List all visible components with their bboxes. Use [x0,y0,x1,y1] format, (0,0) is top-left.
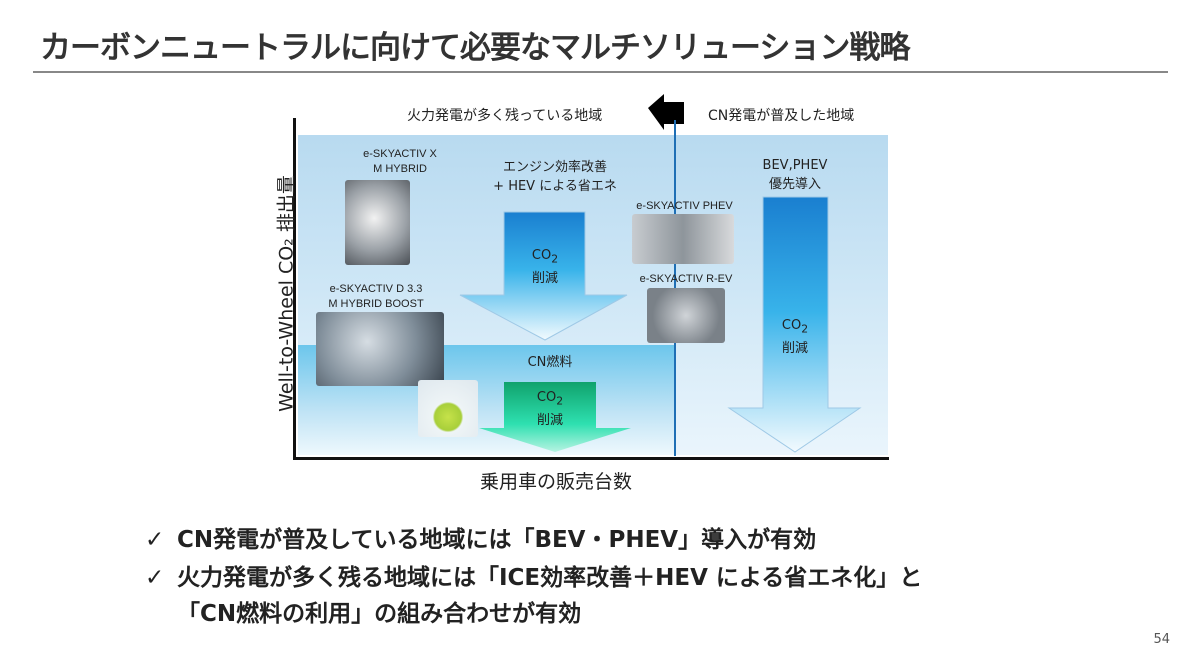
bev-line1: BEV,PHEV [762,158,828,173]
efficiency-line1: エンジン効率改善 [502,160,607,175]
efficiency-line2: + HEV による省エネ [493,179,617,194]
x-axis [293,457,889,460]
reduction-text: 削減 [531,270,558,286]
bullet-text: 火力発電が多く残る地域には「ICE効率改善＋HEV による省エネ化」と [177,565,923,591]
cn-fuel-co2-arrow [479,382,631,452]
y-axis [293,118,296,460]
engine-x-line2: M HYBRID [373,163,427,175]
efficiency-co2-arrow [459,211,628,341]
check-icon: ✓ [145,527,165,553]
bullet-2: ✓ 火力発電が多く残る地域には「ICE効率改善＋HEV による省エネ化」と [145,558,922,592]
arrow-left-icon [648,94,684,130]
engine-x-label: e-SKYACTIV X M HYBRID [345,147,455,177]
bullet-2-continued: 「CN燃料の利用」の組み合わせが有効 [177,594,581,628]
co2-subscript: 2 [801,322,809,336]
bev-label: BEV,PHEV 優先導入 [745,156,845,194]
x-axis-label: 乗用車の販売台数 [480,471,633,493]
efficiency-co2-text: CO2 削減 [515,246,575,288]
region-right-label: CN発電が普及した地域 [708,108,855,124]
co2-subscript: 2 [551,252,559,266]
efficiency-label: エンジン効率改善 + HEV による省エネ [470,158,640,196]
bev-line2: 優先導入 [768,177,821,192]
reduction-text: 削減 [781,340,808,356]
co2-text: CO [781,318,802,333]
page-number: 54 [1153,632,1170,647]
reduction-text: 削減 [536,412,563,428]
bullet-1: ✓ CN発電が普及している地域には「BEV・PHEV」導入が有効 [145,520,816,554]
y-axis-label: Well-to-Wheel CO₂ 排出量 [275,175,298,412]
engine-d-label: e-SKYACTIV D 3.3 M HYBRID BOOST [316,282,436,312]
rev-image [647,288,725,343]
check-icon: ✓ [145,565,165,591]
bullet-text: 「CN燃料の利用」の組み合わせが有効 [177,601,582,627]
engine-d-image [316,312,444,386]
bev-co2-text: CO2 削減 [765,316,825,358]
cn-fuel-co2-text: CO2 削減 [520,388,580,430]
co2-text: CO [536,390,557,405]
phev-image [632,214,734,264]
bev-co2-arrow [727,196,862,453]
flask-image [418,380,478,437]
cn-fuel-label: CN燃料 [527,355,573,370]
region-left-label: 火力発電が多く残っている地域 [407,108,603,124]
engine-x-image [345,180,410,265]
co2-text: CO [531,248,552,263]
engine-d-line2: M HYBRID BOOST [328,298,424,310]
title-divider [33,71,1168,73]
engine-d-line1: e-SKYACTIV D 3.3 [329,283,423,295]
co2-subscript: 2 [556,394,564,408]
bullet-text: CN発電が普及している地域には「BEV・PHEV」導入が有効 [177,527,817,553]
engine-x-line1: e-SKYACTIV X [363,148,437,160]
phev-label: e-SKYACTIV PHEV [636,200,733,212]
rev-label: e-SKYACTIV R-EV [639,273,733,285]
slide-title: カーボンニュートラルに向けて必要なマルチソリューション戦略 [40,30,910,66]
